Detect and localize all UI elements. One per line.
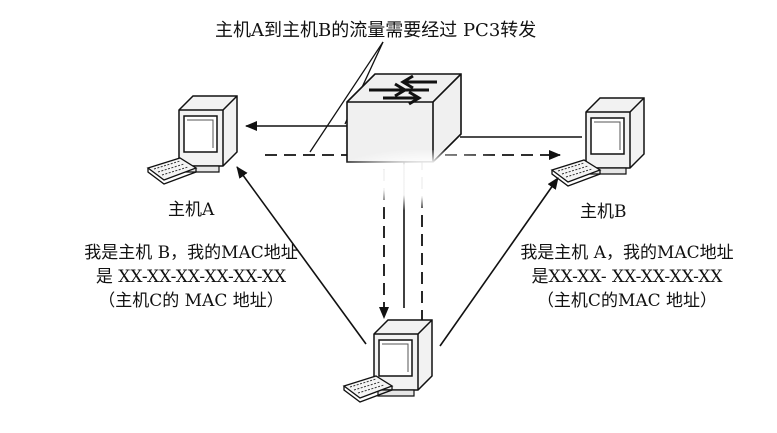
spoof-message-to-host-a: 我是主机 B，我的MAC地址 是 XX-XX-XX-XX-XX-XX （主机C的… (66, 241, 316, 313)
computer-icon-host-a (179, 96, 237, 172)
host-b-label: 主机B (580, 200, 627, 224)
diagram-caption: 主机A到主机B的流量需要经过 PC3转发 (215, 19, 536, 43)
spoof-message-line: 我是主机 A，我的MAC地址 (496, 241, 758, 265)
spoof-message-line: （主机C的 MAC 地址） (66, 289, 316, 313)
switch-icon (347, 74, 461, 162)
host-a-label: 主机A (168, 198, 214, 222)
blurred-watermark-area (330, 150, 530, 210)
spoof-message-line: （主机C的MAC 地址） (496, 289, 758, 313)
spoof-message-line: 是XX-XX- XX-XX-XX-XX (496, 265, 758, 289)
computer-icon-host-b (586, 98, 644, 174)
spoof-message-line: 我是主机 B，我的MAC地址 (66, 241, 316, 265)
spoof-message-to-host-b: 我是主机 A，我的MAC地址 是XX-XX- XX-XX-XX-XX （主机C的… (496, 241, 758, 313)
spoof-message-line: 是 XX-XX-XX-XX-XX-XX (66, 265, 316, 289)
